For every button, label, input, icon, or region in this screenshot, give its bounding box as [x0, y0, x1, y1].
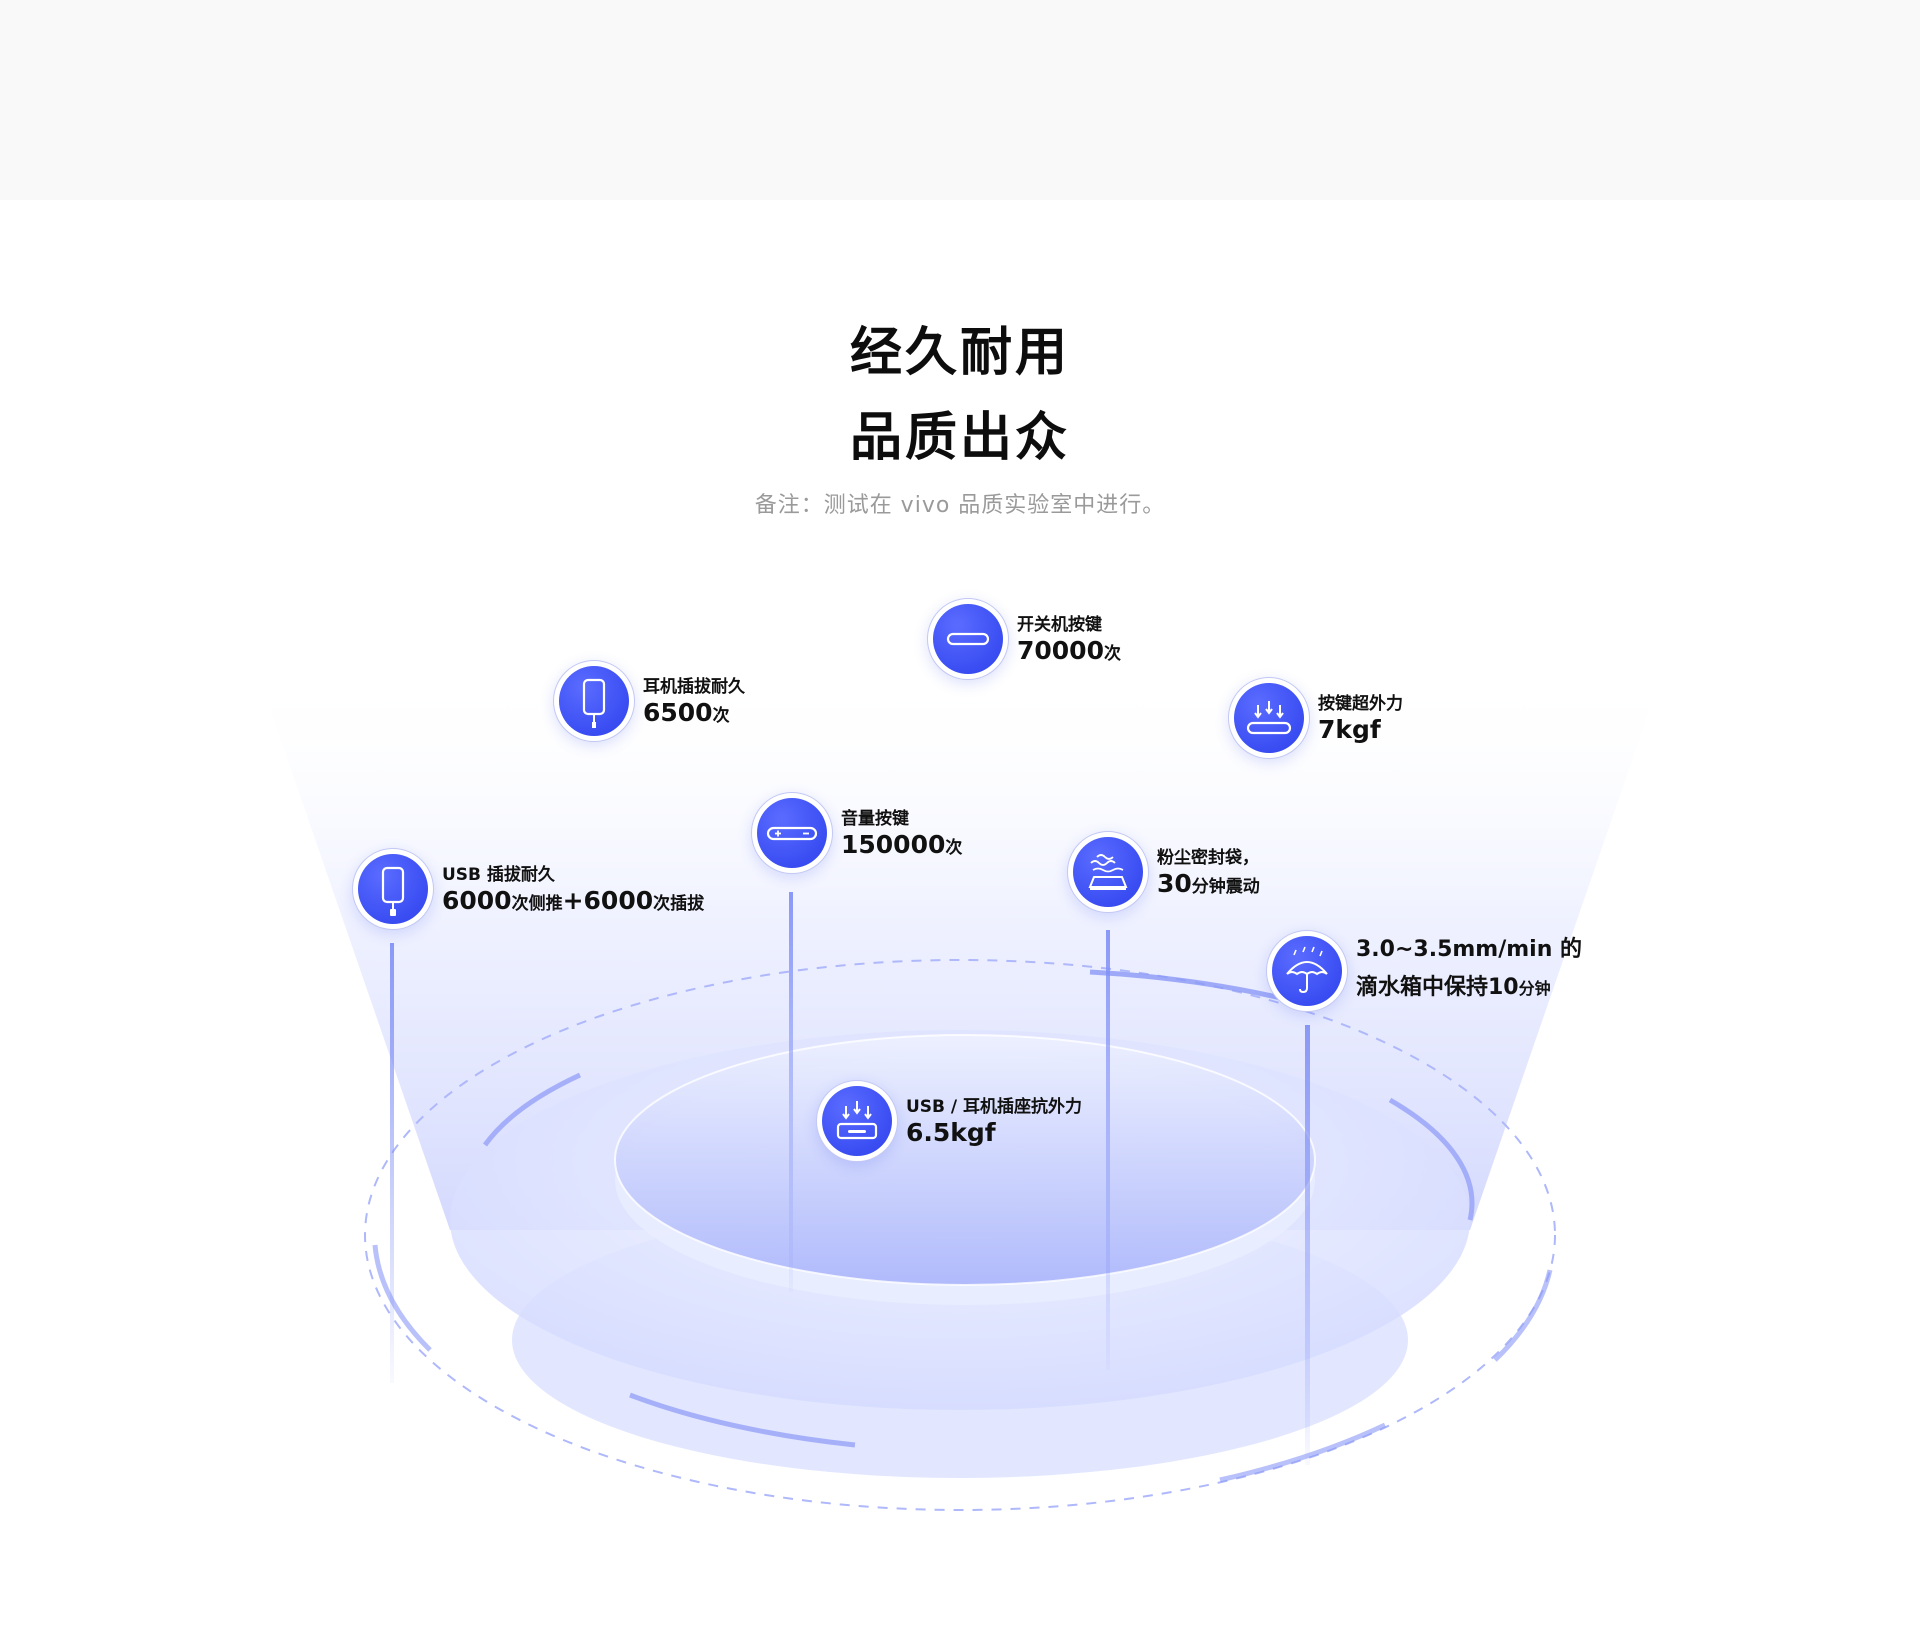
feature-title: 开关机按键: [1017, 615, 1102, 635]
feature-value: 6000: [442, 886, 512, 915]
feature-badge: [927, 598, 1009, 680]
page-subtitle: 品质出众: [849, 408, 1070, 468]
feature-unit-2: 次插拔: [653, 894, 705, 914]
feature-unit: 分钟震动: [1191, 877, 1260, 897]
feature-value: 6.5kgf: [906, 1118, 996, 1147]
dust-bag-icon: [1088, 854, 1128, 890]
feature-value: 7kgf: [1318, 715, 1381, 744]
phone-plug-icon: [582, 678, 606, 728]
feature-value: 30: [1157, 869, 1192, 898]
feature-badge: [1266, 930, 1348, 1012]
top-band: [0, 0, 1920, 200]
test-note: 备注：测试在 vivo 品质实验室中进行。: [754, 493, 1166, 518]
feature-unit: 次: [1103, 644, 1121, 664]
feature-badge: [553, 660, 635, 742]
feature-title: USB 插拔耐久: [442, 865, 555, 885]
power-button-icon: [946, 632, 990, 646]
feature-value: 70000: [1017, 636, 1104, 665]
feature-unit: 次: [945, 838, 963, 858]
feature-unit: 分钟: [1518, 979, 1551, 998]
phone-plug-icon: [381, 866, 405, 916]
feature-unit: 次: [712, 706, 730, 726]
feature-badge: [352, 848, 434, 930]
port-pressure-icon: [836, 1101, 878, 1140]
feature-value-2: +6000: [562, 886, 654, 915]
feature-title: 耳机插拔耐久: [643, 677, 745, 697]
feature-unit: 次侧推: [511, 894, 563, 914]
feature-title: 3.0~3.5mm/min 的: [1356, 937, 1583, 962]
pressure-button-icon: [1246, 701, 1292, 735]
page-title: 经久耐用: [849, 323, 1070, 383]
feature-badge: [816, 1080, 898, 1162]
feature-value: 滴水箱中保持10: [1356, 975, 1519, 1000]
feature-badge: [1228, 677, 1310, 759]
feature-badge: [1067, 831, 1149, 913]
feature-title: 按键超外力: [1318, 694, 1403, 714]
feature-title: 粉尘密封袋，: [1157, 848, 1259, 868]
feature-badge: [751, 792, 833, 874]
feature-title: 音量按键: [841, 809, 909, 829]
feature-title: USB / 耳机插座抗外力: [906, 1097, 1083, 1117]
volume-button-icon: [766, 826, 818, 841]
feature-value: 150000: [841, 830, 946, 859]
umbrella-rain-icon: [1286, 946, 1328, 994]
feature-value: 6500: [643, 698, 713, 727]
